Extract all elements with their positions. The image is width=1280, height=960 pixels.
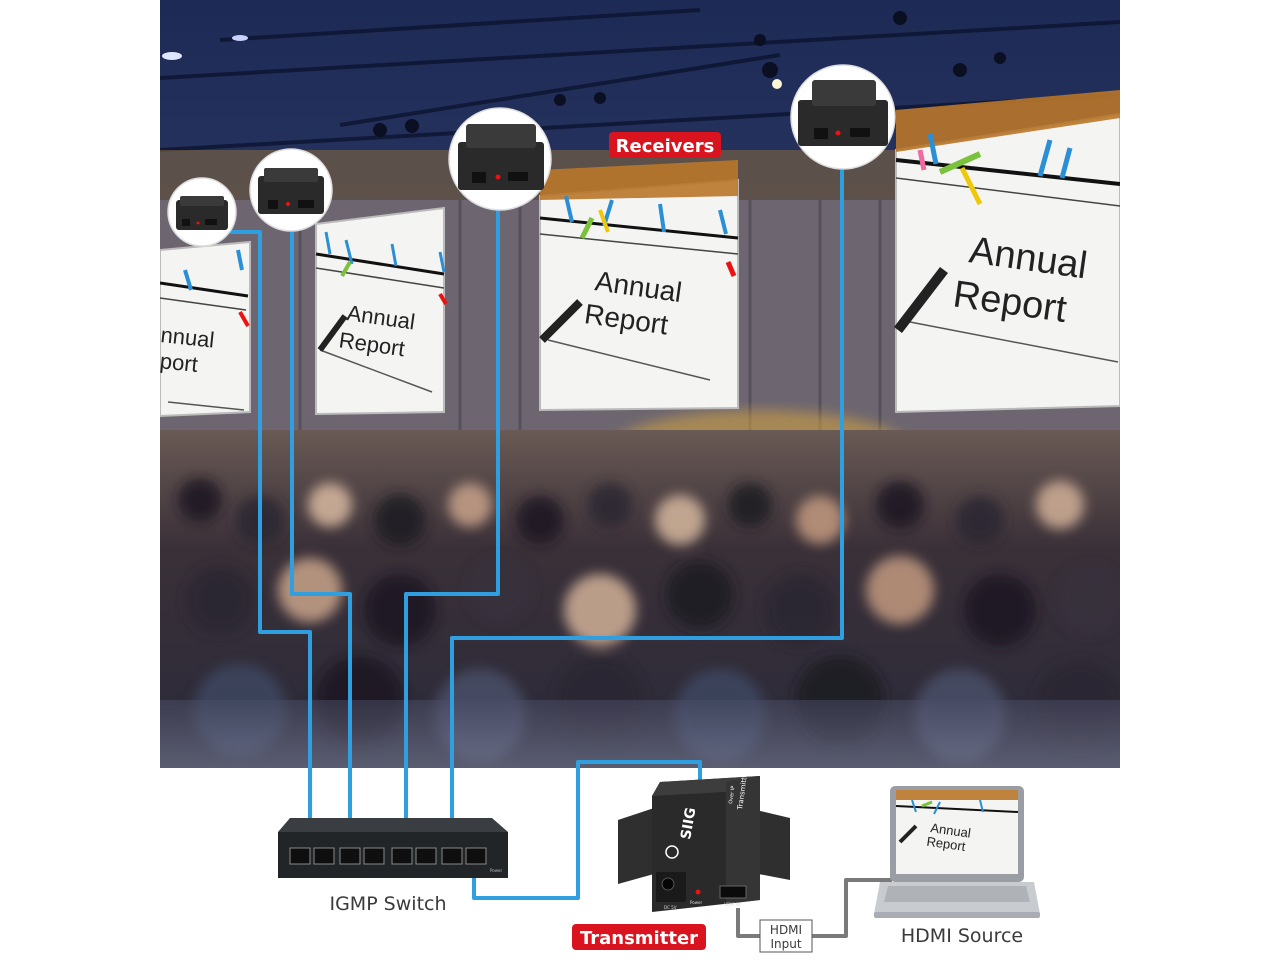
transmitter-label: Transmitter (580, 928, 698, 949)
hdmi-cables (736, 878, 892, 938)
cable-receiver-2 (290, 232, 352, 818)
power-led-icon (695, 889, 701, 895)
dc-port-label: DC 5V (664, 905, 677, 910)
laptop-screen-line1: Annual (930, 820, 972, 841)
transmitter-device: SIIG Transmitter Over IP DC 5V Power HDM… (618, 769, 790, 912)
display-screen-2: Annual Report (315, 206, 448, 416)
cable-hdmi-tx (736, 908, 760, 938)
ceiling-spotlights (162, 35, 782, 89)
hdmi-input-line1: HDMI (770, 923, 802, 937)
hdmi-input-line2: Input (770, 937, 801, 951)
receiver-device-3 (448, 107, 552, 211)
hdmi-port-label: HDMI IN (724, 902, 740, 907)
cable-receiver-3 (404, 206, 500, 818)
receiver-device-4 (790, 64, 896, 170)
transmitter-tag: Transmitter (572, 924, 706, 950)
switch-power-label: Power (490, 868, 502, 873)
cable-receiver-1 (230, 230, 312, 818)
power-led-label: Power (690, 900, 702, 905)
ceiling-truss (160, 8, 1120, 152)
laptop-hdmi-source: Annual Report (874, 786, 1040, 918)
conference-hall-photo: nnual port Annual Report (159, 0, 1120, 768)
cable-receiver-4 (450, 170, 844, 818)
receiver-device-2 (249, 148, 333, 232)
cable-hdmi-laptop (812, 878, 892, 938)
stage-lights (373, 11, 1006, 137)
hdmi-source-label: HDMI Source (901, 925, 1023, 947)
screen-1-title-line2: port (159, 348, 199, 377)
screen-1-title-line1: nnual (159, 322, 215, 352)
cable-transmitter (472, 760, 702, 900)
ethernet-cables (230, 170, 844, 900)
receivers-tag: Receivers (609, 132, 721, 158)
igmp-switch-label: IGMP Switch (329, 893, 446, 915)
receiver-device-1 (167, 177, 237, 247)
hdmi-input-box: HDMI Input (759, 919, 813, 953)
display-screen-1: nnual port (159, 240, 251, 418)
igmp-switch: Power (278, 818, 508, 878)
switch-ports (289, 847, 487, 865)
transmitter-side-text-2: Over IP (728, 786, 736, 805)
brand-logo-icon (665, 845, 679, 859)
transmitter-brand: SIIG (678, 806, 699, 840)
display-screen-3: Annual Report (539, 160, 739, 412)
receivers-label: Receivers (616, 136, 715, 157)
wall-panels (298, 200, 882, 440)
display-screen-4: Annual Report (894, 90, 1120, 414)
laptop-screen-line2: Report (926, 834, 967, 854)
